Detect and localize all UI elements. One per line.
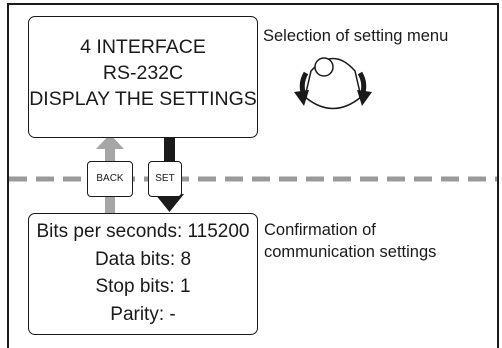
bottom-caption-line: communication settings [264, 243, 437, 261]
bottom-caption-line: Confirmation of [264, 221, 376, 239]
bottom-display-line: Parity: - [110, 303, 176, 325]
bottom-display-line: Bits per seconds: 115200 [36, 221, 250, 242]
back-button[interactable]: BACK [87, 161, 133, 197]
set-button[interactable]: SET [148, 161, 182, 197]
bottom-display-line: Data bits: 8 [94, 248, 192, 270]
top-display-line: DISPLAY THE SETTINGS [29, 88, 257, 110]
knob-dot-icon [314, 57, 334, 77]
top-lcd-display: 4 INTERFACE RS-232C DISPLAY THE SETTINGS [28, 16, 258, 138]
diagram-frame [7, 3, 499, 348]
bottom-display-line: Stop bits: 1 [95, 276, 191, 297]
top-caption: Selection of setting menu [263, 27, 449, 45]
bottom-lcd-display: Bits per seconds: 115200 Data bits: 8 St… [28, 213, 258, 335]
bottom-caption: Confirmation of communication settings [264, 219, 436, 263]
top-display-line: 4 INTERFACE [80, 36, 206, 58]
top-display-line: RS-232C [102, 62, 184, 84]
rotary-knob-icon[interactable] [291, 52, 375, 116]
